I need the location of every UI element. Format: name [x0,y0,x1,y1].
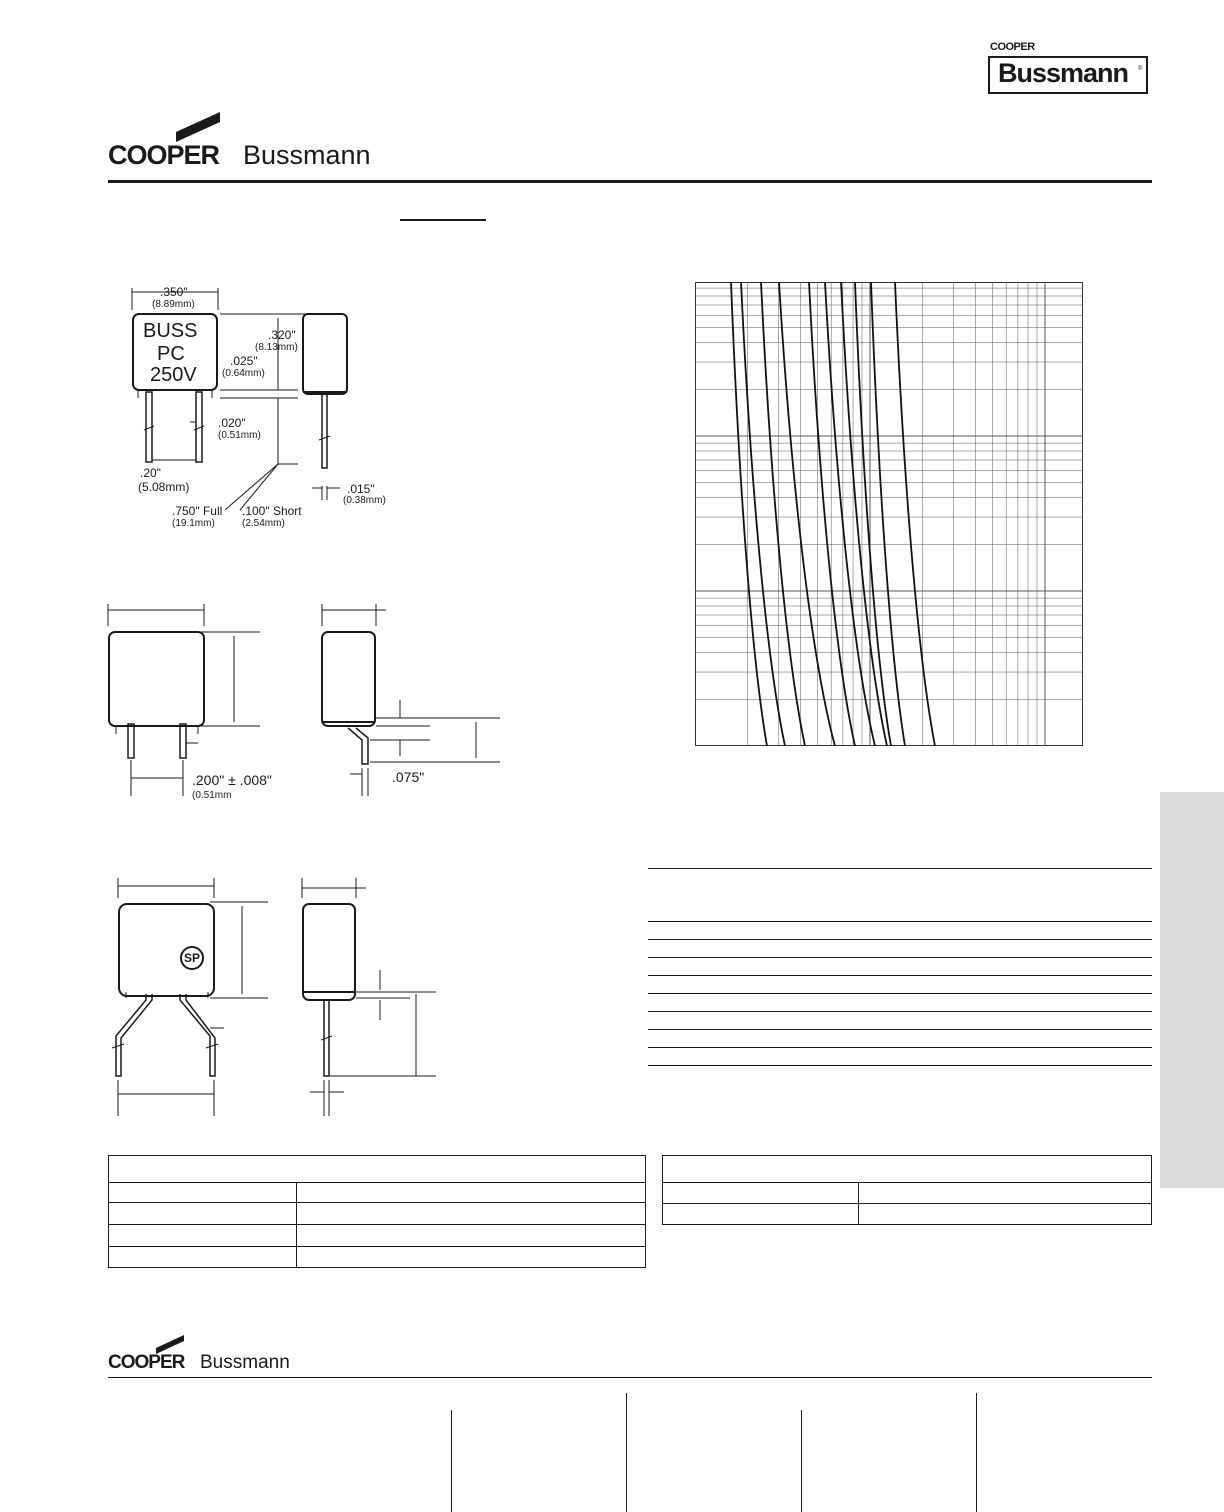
chart-series-line [740,282,786,746]
chart-series-line [840,282,888,746]
table-row [108,1246,646,1268]
table-rule [648,993,1152,994]
header-rule [108,180,1152,183]
brand-cooper: COOPER [990,41,1035,53]
lead-dia-mm: (0.51mm) [218,430,261,441]
table-rule [648,957,1152,958]
full-mm: (19.1mm) [172,518,215,529]
footer-logo-bussmann: Bussmann [200,1352,290,1373]
height-mm: (8.13mm) [255,342,298,353]
footer-column-divider [451,1410,452,1512]
thick-mm: (0.38mm) [343,495,386,506]
table-rule [648,1065,1152,1066]
height-in: .320" [268,328,296,342]
part-line2: PC [157,343,185,365]
table-row [662,1155,1152,1183]
full-in: .750" Full [172,504,223,518]
spec-table-left [108,1155,646,1268]
chart-series-line [808,282,856,746]
chart-series-line [894,282,936,746]
cert-mark: SP [184,951,201,965]
section-tab[interactable] [1160,792,1224,1188]
header-logo: COOPER Bussmann [108,104,408,174]
spacing-label-2: .200" ± .008" [192,772,272,788]
cooper-swoosh-icon [176,112,220,142]
lead-dia-in: .020" [218,416,246,430]
spacing-mm-2: (0.51mm [192,790,232,801]
table-row [108,1224,646,1247]
footer-logo: COOPER Bussmann [108,1330,328,1376]
spacing-in: .20" [140,466,161,480]
chart-frame [695,282,1083,746]
table-row [662,1182,1152,1204]
chart-series-line [854,282,892,746]
chart-series-line [870,282,906,746]
brand-bussmann: Bussmann [998,58,1129,88]
offset-label: .075" [392,769,425,785]
footer-column-divider [976,1393,977,1512]
footer-logo-cooper: COOPER [108,1352,185,1373]
spacing-mm: (5.08mm) [138,480,190,494]
chart-series-line [730,282,768,746]
part-line3: 250V [150,364,197,386]
short-mm: (2.54mm) [242,518,285,529]
brand-box [988,56,1148,94]
logo-bussmann: Bussmann [243,140,371,170]
table-rule [648,1011,1152,1012]
table-row [108,1202,646,1225]
table-rule [648,975,1152,976]
dimension-drawing-3 [111,878,436,1116]
table-rule [648,1029,1152,1030]
footer-column-divider [801,1410,802,1512]
table-rule [648,868,1152,869]
table-rule [648,1047,1152,1048]
standoff-mm: (0.64mm) [222,368,265,379]
time-current-chart [695,282,1083,746]
brand-reg: ® [1138,66,1143,72]
spec-table-right [662,1155,1152,1225]
footer-rule [108,1377,1152,1378]
logo-cooper: COOPER [108,140,220,170]
table-row [108,1182,646,1203]
width-mm: (8.89mm) [152,299,195,310]
width-in: .350" [160,285,188,299]
chart-series-line [760,282,806,746]
footer-column-divider [626,1393,627,1512]
table-rule [648,939,1152,940]
table-row [108,1155,646,1183]
chart-series-line [778,282,836,746]
short-in: .100" Short [242,504,302,518]
title-underline [400,219,486,221]
thick-in: .015" [347,482,375,496]
part-line1: BUSS [143,320,198,342]
chart-series-line [824,282,876,746]
dimension-drawing-2 [107,604,500,796]
standoff-in: .025" [230,354,258,368]
table-row [662,1203,1152,1225]
cooper-swoosh-icon [156,1335,184,1354]
table-rule [648,921,1152,922]
dimension-drawing-1 [131,288,348,511]
